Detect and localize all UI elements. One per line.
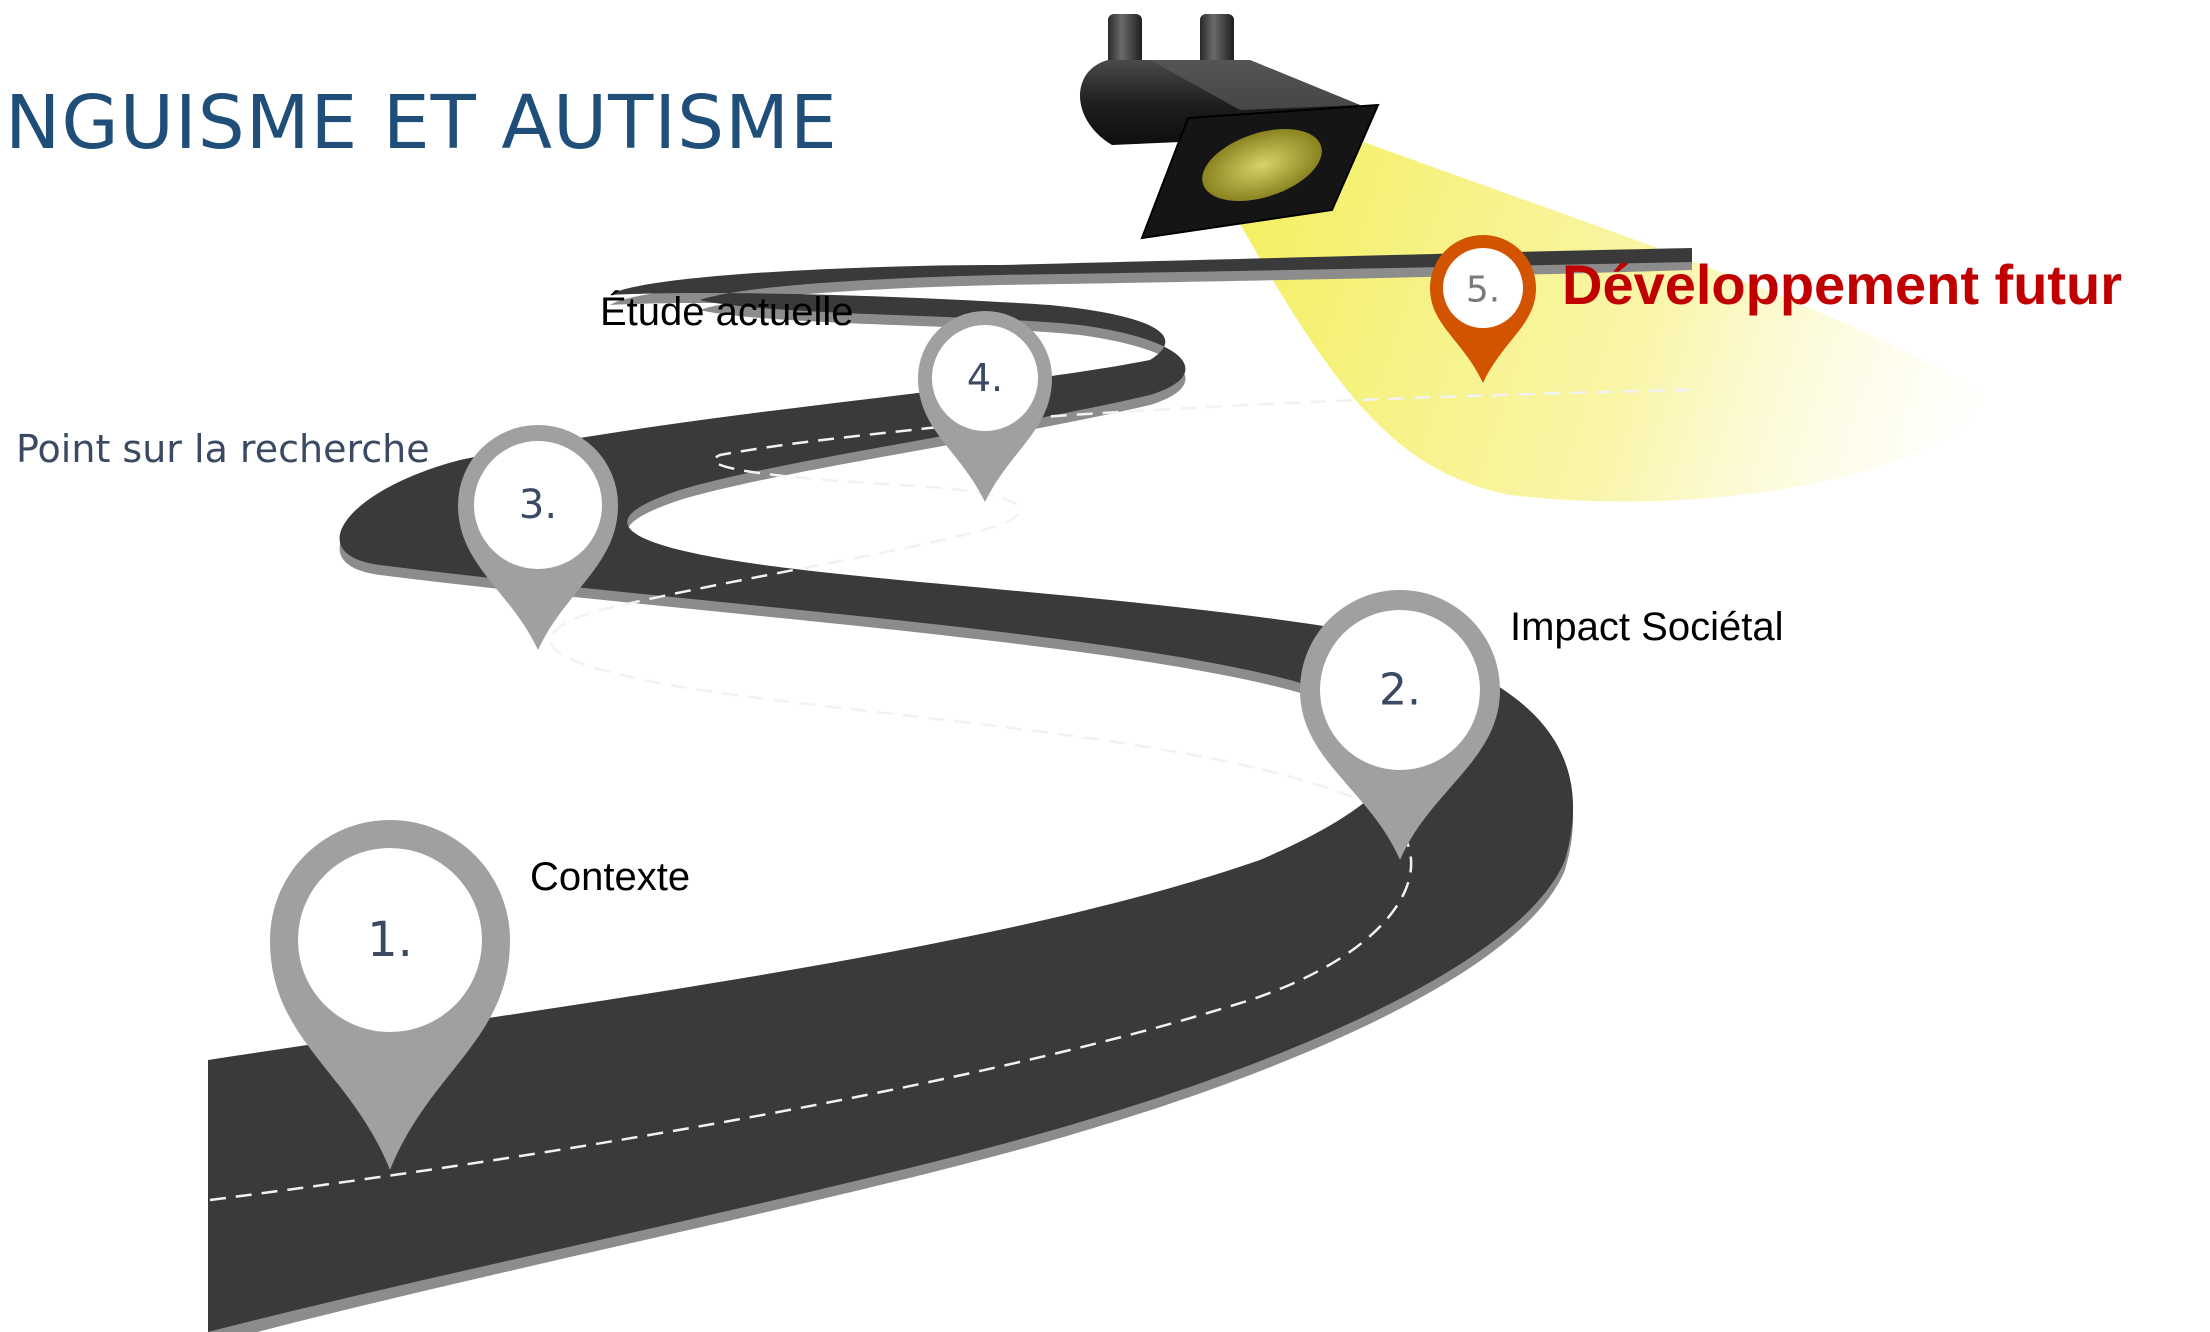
spotlight-icon: [1079, 14, 1380, 240]
map-pin-1-icon: [270, 820, 510, 1170]
spotlight-beam: [1205, 135, 1985, 502]
page-title: LINGUISME ET AUTISME: [0, 80, 838, 166]
map-pin-2-icon: [1300, 590, 1500, 860]
pin-number-4: 4.: [966, 356, 1004, 400]
label-contexte: Contexte: [530, 855, 691, 899]
pin-number-3: 3.: [518, 482, 558, 528]
pin-number-5: 5.: [1465, 269, 1501, 311]
map-pin-5-icon: [1430, 235, 1536, 383]
label-etude-actuelle: Étude actuelle: [600, 290, 854, 334]
label-point-sur-la-recherche: Point sur la recherche: [16, 427, 430, 471]
label-developpement-futur: Développement futur: [1562, 253, 2123, 316]
map-pin-4-icon: [918, 311, 1052, 502]
road-center-line: [209, 388, 1691, 1202]
map-pin-3-icon: [458, 425, 618, 650]
pin-number-2: 2.: [1379, 664, 1421, 716]
label-impact-societal: Impact Sociétal: [1510, 605, 1784, 649]
pin-number-1: 1.: [367, 912, 413, 968]
